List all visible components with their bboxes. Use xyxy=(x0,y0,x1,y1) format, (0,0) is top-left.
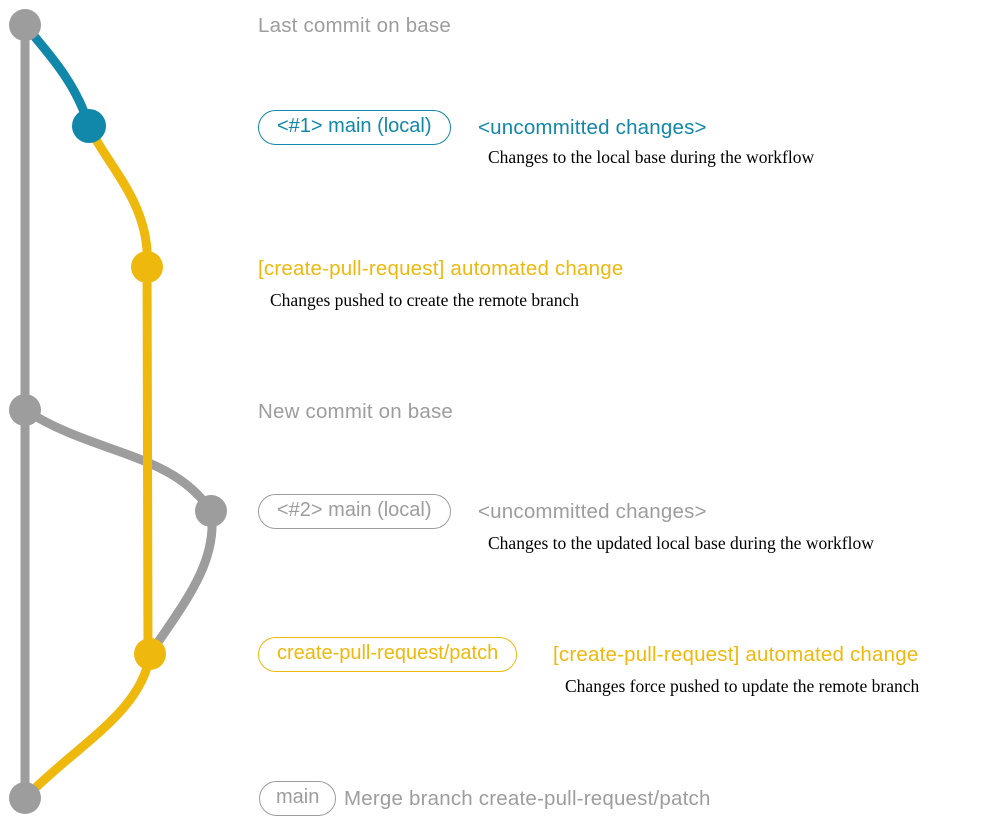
commit-message-cpr-push: [create-pull-request] automated change xyxy=(258,257,624,280)
branch-label-cpr-patch: create-pull-request/patch xyxy=(258,637,518,672)
annotation-cpr-push: Changes pushed to create the remote bran… xyxy=(270,290,580,310)
annotation-cpr-force-push: Changes force pushed to update the remot… xyxy=(565,676,920,696)
commit-dot-cpr-force-push xyxy=(134,638,166,670)
branch-label-local-main-2: <#2> main (local) xyxy=(258,494,451,529)
local-main-1-branch-line xyxy=(20,20,94,131)
commit-dot-merge xyxy=(9,782,41,814)
annotation-local-main-1: Changes to the local base during the wor… xyxy=(488,147,815,167)
commit-message-local-main-1: <uncommitted changes> xyxy=(478,116,707,139)
branch-label-local-main-1: <#1> main (local) xyxy=(258,110,451,145)
local-main-2-branch-out-line xyxy=(20,405,216,516)
commit-graph xyxy=(9,9,227,814)
commit-dot-local-main-2 xyxy=(195,495,227,527)
commit-message-local-main-2: <uncommitted changes> xyxy=(478,500,707,523)
commit-message-base-new: New commit on base xyxy=(258,400,454,423)
commit-dot-cpr-push xyxy=(131,251,163,283)
commit-message-base-last: Last commit on base xyxy=(258,14,451,37)
commit-dot-local-main-1 xyxy=(72,109,106,143)
branch-label-main: main xyxy=(259,781,337,816)
create-pull-request-branch-line xyxy=(84,121,153,659)
commit-dot-base-new xyxy=(9,394,41,426)
commit-dot-base-last xyxy=(9,9,41,41)
create-pull-request-merge-line xyxy=(20,649,155,803)
local-main-2-branch-merge-line xyxy=(145,506,217,659)
annotation-local-main-2: Changes to the updated local base during… xyxy=(488,533,874,553)
commit-message-merge: Merge branch create-pull-request/patch xyxy=(344,787,711,810)
commit-message-cpr-force-push: [create-pull-request] automated change xyxy=(553,643,919,666)
